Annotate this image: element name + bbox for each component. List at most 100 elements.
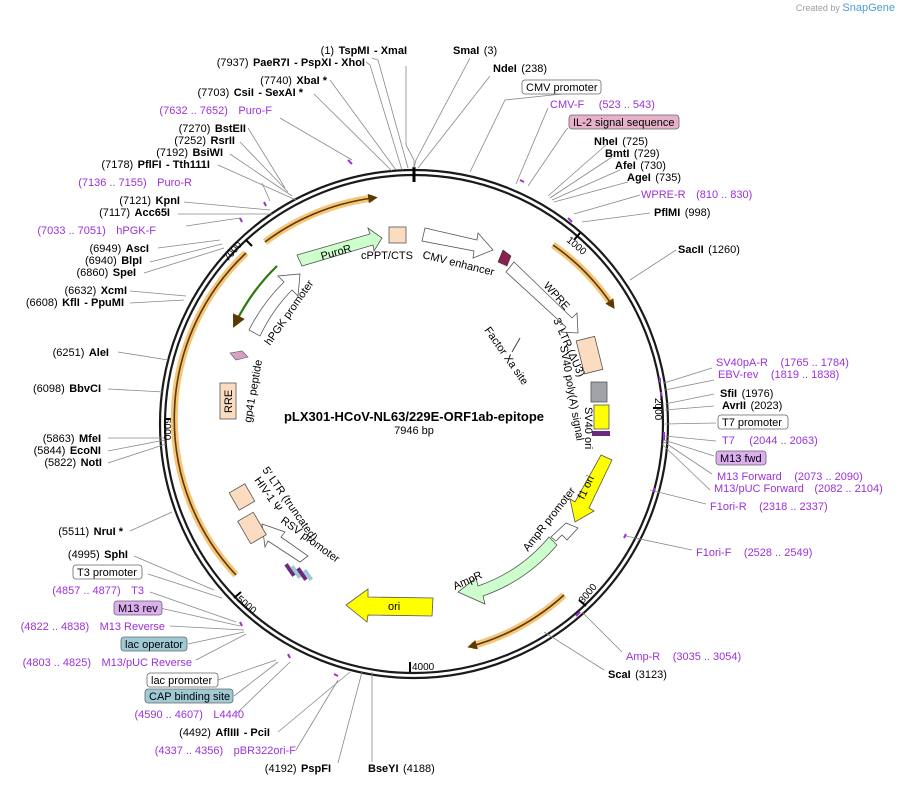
site-sacii: SacII (1260): [678, 240, 740, 257]
cppt-box: [388, 226, 407, 244]
plasmid-length: 7946 bp: [394, 425, 434, 437]
site-bseyi: BseYI (4188): [368, 759, 435, 776]
tick-6000: 6000: [161, 418, 172, 441]
primer-sv40pa-r: SV40pA-R (1765 .. 1784): [716, 353, 849, 370]
snapgene-credit: Created by SnapGene: [796, 2, 895, 14]
box-lac-operator: lac operator: [125, 639, 183, 651]
label-sv40ori: SV40 ori: [582, 407, 594, 449]
site-kpni: (7121) KpnI: [119, 191, 180, 208]
site-mfei: (5863) MfeI: [43, 429, 101, 446]
t7-mark: [592, 431, 610, 436]
ori-arrow: [345, 588, 434, 623]
site-rsrii: (7252) RsrII: [174, 131, 235, 148]
site-bmti: BmtI (729): [605, 144, 660, 161]
site-econi: (5844) EcoNI: [34, 441, 101, 458]
site-xcmi: (6632) XcmI: [64, 281, 127, 298]
primer-pbr322ori-f: (4337 .. 4356) pBR322ori-F: [155, 741, 297, 758]
label-rre: RRE: [223, 390, 235, 413]
site-acc65i: (7117) Acc65I: [99, 203, 170, 220]
credit-prefix: Created by: [795, 3, 840, 13]
site-pspfi: (4192) PspFI: [265, 759, 331, 776]
primer-puro-f: (7632 .. 7652) Puro-F: [159, 101, 272, 118]
site-asci: (6949) AscI: [90, 239, 150, 256]
primers-left: (7632 .. 7652) Puro-F (7136 .. 7155) Pur…: [21, 101, 297, 758]
box-t3-promoter: T3 promoter: [77, 567, 137, 579]
gp41-marker: [229, 350, 249, 361]
feature-shapes: [219, 226, 613, 623]
primer-amp-r: Amp-R (3035 .. 3054): [626, 647, 741, 664]
site-spei: (6860) SpeI: [77, 263, 136, 280]
site-pflfi: (7178) PflFI - Tth111I: [101, 155, 210, 172]
label-puror: PuroR: [320, 243, 353, 263]
label-cppt: cPPT/CTS: [361, 250, 413, 262]
box-m13-rev: M13 rev: [118, 603, 158, 615]
site-bbvci: (6098) BbvCI: [33, 379, 101, 396]
site-agei: AgeI (735): [627, 168, 681, 185]
label-factor-xa: Factor Xa site: [482, 325, 531, 387]
rsv-promoter-arrow: [261, 523, 309, 563]
box-t7-promoter: T7 promoter: [722, 417, 782, 429]
wpre-arrow: [505, 261, 579, 334]
site-kfli: (6608) KflI - PpuMI: [26, 293, 124, 310]
site-alei: (6251) AleI: [53, 343, 109, 360]
primer-marks: [239, 159, 665, 677]
box-lac-promoter: lac promoter: [151, 675, 212, 687]
snapgene-logo: SnapGene: [842, 2, 895, 14]
factor-xa-tick: [511, 337, 521, 353]
site-bsiwi: (7192) BsiWI: [156, 143, 223, 160]
site-ndei: NdeI (238): [493, 59, 547, 76]
enzyme-sites-left: (1) TspMI - XmaI (7937) PaeR7I - PspXI -…: [26, 41, 407, 776]
hiv-psi-box: [228, 483, 256, 511]
primer-cmv-f: CMV-F (523 .. 543): [550, 95, 655, 112]
primers-right: CMV-F (523 .. 543) WPRE-R (810 .. 830) S…: [550, 95, 883, 664]
sv40ori-box: [593, 404, 610, 430]
site-sphi: (4995) SphI: [68, 545, 128, 562]
f1ori-arrow: [569, 454, 613, 523]
lac-marks: [284, 563, 314, 582]
primer-m13-puc-reverse: (4803 .. 4825) M13/pUC Reverse: [23, 653, 192, 670]
site-afei: AfeI (730): [615, 156, 666, 173]
site-smai: SmaI (3): [453, 41, 497, 58]
site-sfii: SfiI (1976): [720, 384, 773, 401]
primer-m13-puc-forward: M13/pUC Forward (2082 .. 2104): [714, 479, 883, 496]
site-noti: (5822) NotI: [44, 453, 102, 470]
sv40pa-box: [590, 381, 608, 403]
site-bsteii: (7270) BstEII: [179, 119, 246, 136]
ampr-arrow: [457, 536, 558, 605]
tick-4000: 4000: [412, 662, 435, 673]
site-xbai: (7740) XbaI *: [260, 71, 328, 88]
site-tspmi: (1) TspMI - XmaI: [321, 41, 407, 58]
primer-t3: (4857 .. 4877) T3: [52, 581, 144, 598]
ltr3-box: [575, 335, 604, 375]
il2-marker: [497, 249, 512, 267]
site-avrii: AvrII (2023): [722, 396, 782, 413]
boxed-labels: CMV promoter IL-2 signal sequence T7 pro…: [72, 79, 789, 704]
primer-m13-forward: M13 Forward (2073 .. 2090): [717, 467, 863, 484]
primer-wpre-r: WPRE-R (810 .. 830): [641, 185, 752, 202]
site-scai: ScaI (3123): [608, 665, 667, 682]
primer-f1ori-r: F1ori-R (2318 .. 2337): [710, 497, 828, 514]
primer-puro-r: (7136 .. 7155) Puro-R: [78, 173, 192, 190]
label-gp41: gp41 peptide: [242, 359, 265, 424]
label-ori: ori: [388, 601, 400, 613]
cmv-enhancer-arrow: [421, 227, 494, 259]
primer-t7: T7 (2044 .. 2063): [722, 431, 818, 448]
ampr-promoter-arrow: [550, 522, 579, 542]
site-paer7i: (7937) PaeR7I - PspXI - XhoI: [217, 53, 365, 70]
site-pflmi: PflMI (998): [654, 203, 710, 220]
site-nhei: NheI (725): [594, 132, 648, 149]
ltr5-box: [237, 511, 267, 545]
primer-f1ori-f: F1ori-F (2528 .. 2549): [696, 543, 812, 560]
site-nrui: (5511) NruI *: [58, 522, 123, 539]
tick-2000: 2000: [652, 398, 663, 421]
enzyme-sites-right: SmaI (3) NdeI (238) NheI (725) BmtI (729…: [368, 41, 782, 776]
box-m13-fwd: M13 fwd: [720, 453, 762, 465]
box-cmv-promoter: CMV promoter: [526, 82, 598, 94]
puror-arrow: [296, 226, 383, 267]
primer-m13-reverse: (4822 .. 4838) M13 Reverse: [21, 617, 165, 634]
hpgk-promoter-arrow: [248, 273, 301, 337]
leader-lines: [107, 57, 717, 764]
plasmid-name: pLX301-HCoV-NL63/229E-ORF1ab-epitope: [284, 409, 544, 424]
orf-arcs: [170, 193, 615, 650]
